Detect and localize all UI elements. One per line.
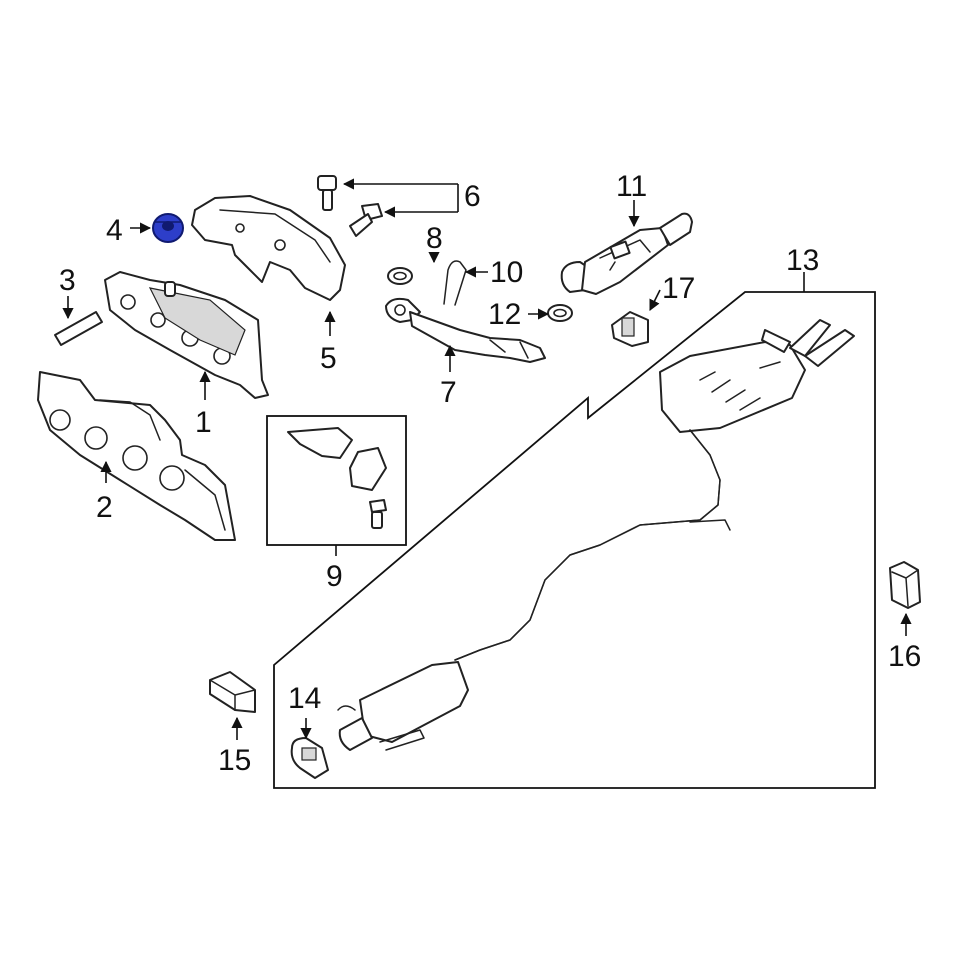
part-15-block[interactable] — [209, 671, 256, 713]
callout-3[interactable]: 3 — [59, 264, 76, 297]
callout-13[interactable]: 13 — [786, 244, 819, 277]
leader-lines — [62, 178, 912, 740]
callout-16[interactable]: 16 — [888, 640, 921, 673]
part-13-region-outline — [273, 291, 876, 789]
part-13-muffler-assembly[interactable] — [337, 319, 855, 751]
part-10-hanger[interactable] — [443, 260, 467, 306]
callout-6[interactable]: 6 — [464, 180, 481, 213]
part-12-gasket-ring[interactable] — [547, 304, 573, 322]
part-8-gasket-ring[interactable] — [387, 267, 413, 285]
callout-14[interactable]: 14 — [288, 682, 321, 715]
part-6-bolts[interactable] — [317, 175, 383, 237]
part-16-insulator[interactable] — [889, 561, 921, 609]
callout-8[interactable]: 8 — [426, 222, 443, 255]
callout-7[interactable]: 7 — [440, 376, 457, 409]
callout-2[interactable]: 2 — [96, 491, 113, 524]
part-5-heat-shield[interactable] — [191, 195, 346, 301]
part-11-converter[interactable] — [560, 212, 693, 295]
part-14-clamp[interactable] — [290, 737, 329, 779]
callout-9[interactable]: 9 — [326, 560, 343, 593]
callout-1[interactable]: 1 — [195, 406, 212, 439]
part-2-gasket[interactable] — [37, 371, 236, 541]
part-9-bracket-kit[interactable] — [266, 415, 407, 546]
part-3-stud[interactable] — [54, 311, 103, 346]
callout-11[interactable]: 11 — [616, 170, 647, 203]
callout-5[interactable]: 5 — [320, 342, 337, 375]
callout-12[interactable]: 12 — [488, 298, 521, 331]
callout-10[interactable]: 10 — [490, 256, 523, 289]
part-1-manifold[interactable] — [104, 271, 269, 399]
part-17-insulator[interactable] — [611, 311, 649, 347]
callout-labels: 4 3 1 2 5 6 8 10 7 11 12 17 13 9 14 15 1… — [59, 170, 921, 777]
callout-17[interactable]: 17 — [662, 272, 695, 305]
callout-15[interactable]: 15 — [218, 744, 251, 777]
callout-4[interactable]: 4 — [106, 214, 123, 247]
part-4-nut[interactable] — [152, 213, 184, 243]
